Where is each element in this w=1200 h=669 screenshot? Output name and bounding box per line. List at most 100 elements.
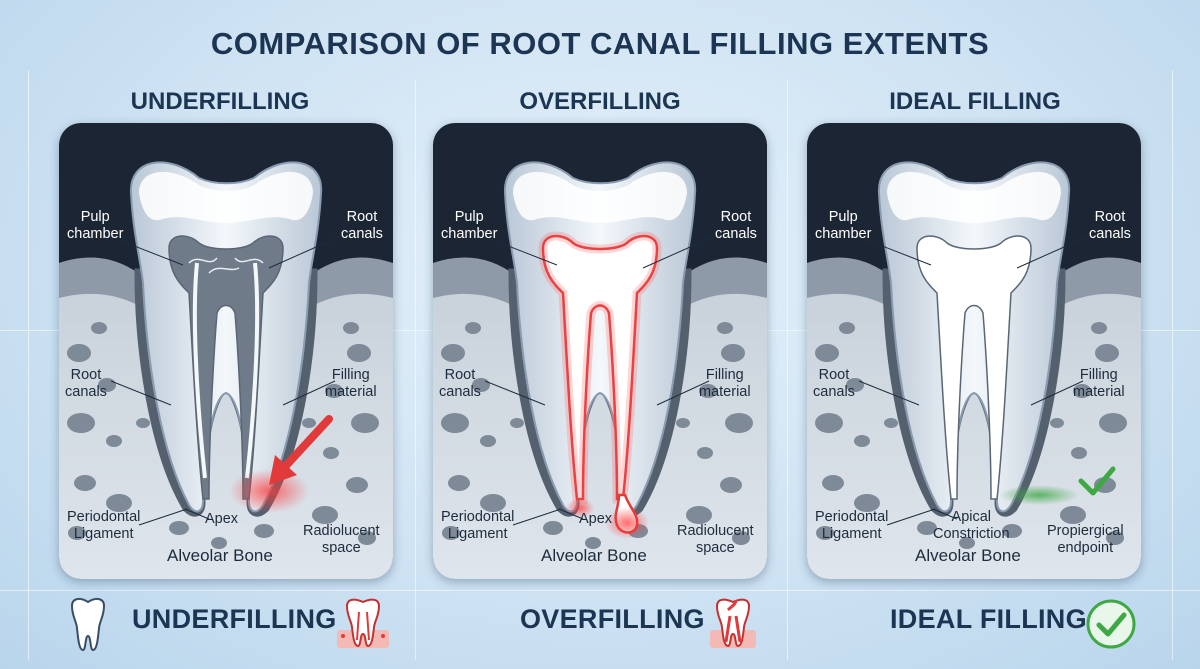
bone-pore [465, 322, 481, 334]
grid-line [1172, 70, 1173, 660]
bone-pore [1073, 384, 1091, 398]
footer-ideal-filling: IDEAL FILLING [890, 604, 1087, 634]
leader-line [110, 380, 172, 406]
bone-pore [67, 344, 91, 362]
bone-pore [91, 322, 107, 334]
bone-pore [697, 447, 713, 459]
grid-line [0, 590, 1200, 591]
bone-pore [721, 344, 745, 362]
bone-pore [1091, 322, 1107, 334]
bone-pore [815, 413, 843, 433]
pulp-chamber [916, 235, 1032, 500]
overfill-glow-apex [605, 507, 649, 539]
bone-pore [302, 418, 316, 428]
label-alveolar-bone: Alveolar Bone [167, 546, 273, 565]
bone-pore [1071, 447, 1087, 459]
radiolucent-glow [229, 469, 309, 513]
heading-ideal-filling: IDEAL FILLING [889, 88, 1061, 115]
leader-line [138, 508, 188, 526]
bone-pore [720, 477, 742, 493]
checkmark-icon [1085, 598, 1137, 655]
bone-pore [346, 477, 368, 493]
filling-material [245, 262, 260, 479]
pulp-chamber [541, 234, 659, 501]
leader-line [474, 232, 558, 266]
page-title: COMPARISON OF ROOT CANAL FILLING EXTENTS [210, 26, 990, 61]
bone-pore [1060, 506, 1086, 524]
endpoint-glow [999, 485, 1079, 505]
footer-overfilling: OVERFILLING [520, 604, 705, 634]
bone-pore [543, 521, 563, 535]
bone-pore [312, 506, 338, 524]
bone-pore [854, 435, 870, 447]
leader-line [184, 508, 210, 520]
leader-line [100, 232, 184, 266]
bone-pore [917, 521, 937, 535]
bone-pore [510, 418, 524, 428]
pulp-chamber [168, 235, 284, 500]
bone-pore [480, 435, 496, 447]
bone-pore [358, 531, 376, 545]
filling-material [192, 262, 207, 479]
bone-pore [959, 537, 975, 549]
bone-pore [169, 521, 189, 535]
overfill-glow [538, 231, 662, 504]
label-alveolar-bone: Alveolar Bone [915, 546, 1021, 565]
leader-line [642, 234, 718, 269]
bone-pore [323, 447, 339, 459]
footer-underfilling: UNDERFILLING [132, 604, 337, 634]
bone-pore [106, 494, 132, 512]
bone-pore [351, 413, 379, 433]
leader-line [848, 232, 932, 266]
bone-pore [676, 418, 690, 428]
bone-pore [1095, 344, 1119, 362]
enamel [139, 171, 313, 223]
bone-pore [725, 413, 753, 433]
bone-pore [686, 506, 712, 524]
bone-pore [211, 537, 227, 549]
leader-line [1030, 380, 1084, 406]
bone-pore [67, 413, 95, 433]
bone-pore [254, 524, 274, 538]
enamel [887, 171, 1061, 223]
bone-pore [839, 322, 855, 334]
bone-pore [106, 435, 122, 447]
label-apex: Apex [579, 511, 613, 527]
bone-pore [480, 494, 506, 512]
heading-underfilling: UNDERFILLING [130, 88, 310, 115]
tooth-icon [66, 596, 110, 659]
tooth-illustration [433, 123, 767, 579]
bone-pore [699, 384, 717, 398]
red-arrow-head [269, 455, 297, 485]
checkmark-icon [1078, 466, 1116, 496]
leader-line [512, 508, 562, 526]
bone-pore [585, 537, 601, 549]
bone-pore [815, 344, 839, 362]
bone-pore [816, 526, 834, 540]
bone-pore [74, 475, 96, 491]
heading-overfilling: OVERFILLING [519, 88, 681, 115]
bone-pore [732, 531, 750, 545]
bone-pore [136, 418, 150, 428]
label-apex: Apex [205, 511, 239, 527]
bone-pore [1099, 413, 1127, 433]
overfilled-tooth-icon [708, 596, 758, 657]
bone-pore [325, 384, 343, 398]
